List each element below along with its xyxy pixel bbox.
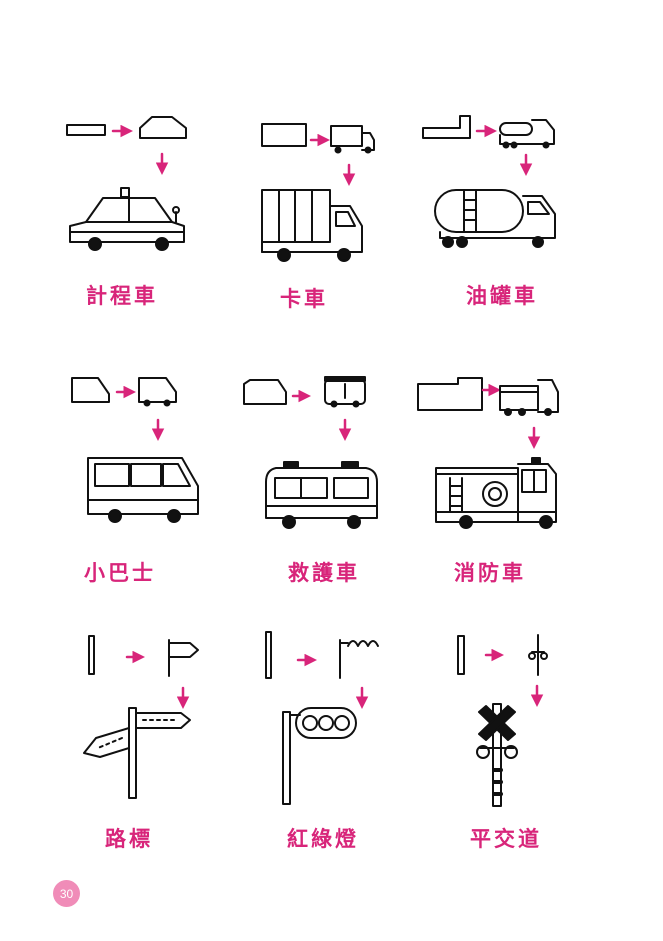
label-crossing: 平交道 — [470, 827, 542, 851]
trafficlight-steps — [265, 631, 379, 709]
firetruck-steps — [417, 377, 559, 449]
railroad-crossing-icon — [476, 703, 518, 807]
ambulance-steps — [243, 376, 366, 441]
tanker-truck-icon — [434, 189, 556, 248]
label-trafficlight: 紅綠燈 — [287, 827, 359, 851]
label-minibus: 小巴士 — [84, 561, 156, 585]
traffic-light-icon — [282, 707, 357, 805]
minibus-steps — [71, 377, 177, 441]
label-ambulance: 救護車 — [288, 561, 360, 585]
minibus-icon — [87, 457, 199, 523]
taxi-icon — [69, 187, 185, 251]
signpost-steps — [88, 635, 199, 709]
crossing-steps — [457, 634, 548, 707]
ambulance-icon — [265, 461, 378, 529]
label-signpost: 路標 — [105, 827, 153, 851]
signpost-icon — [83, 707, 191, 799]
fire-truck-icon — [435, 457, 557, 529]
taxi-steps — [66, 116, 187, 175]
label-taxi: 計程車 — [86, 284, 158, 308]
tanker-steps — [422, 115, 555, 176]
truck-steps — [261, 123, 375, 186]
label-tanker: 油罐車 — [466, 284, 538, 308]
page-number-badge: 30 — [53, 880, 80, 907]
label-truck: 卡車 — [280, 287, 328, 311]
label-firetruck: 消防車 — [454, 561, 526, 585]
truck-icon — [261, 189, 363, 262]
page-number: 30 — [59, 886, 74, 901]
